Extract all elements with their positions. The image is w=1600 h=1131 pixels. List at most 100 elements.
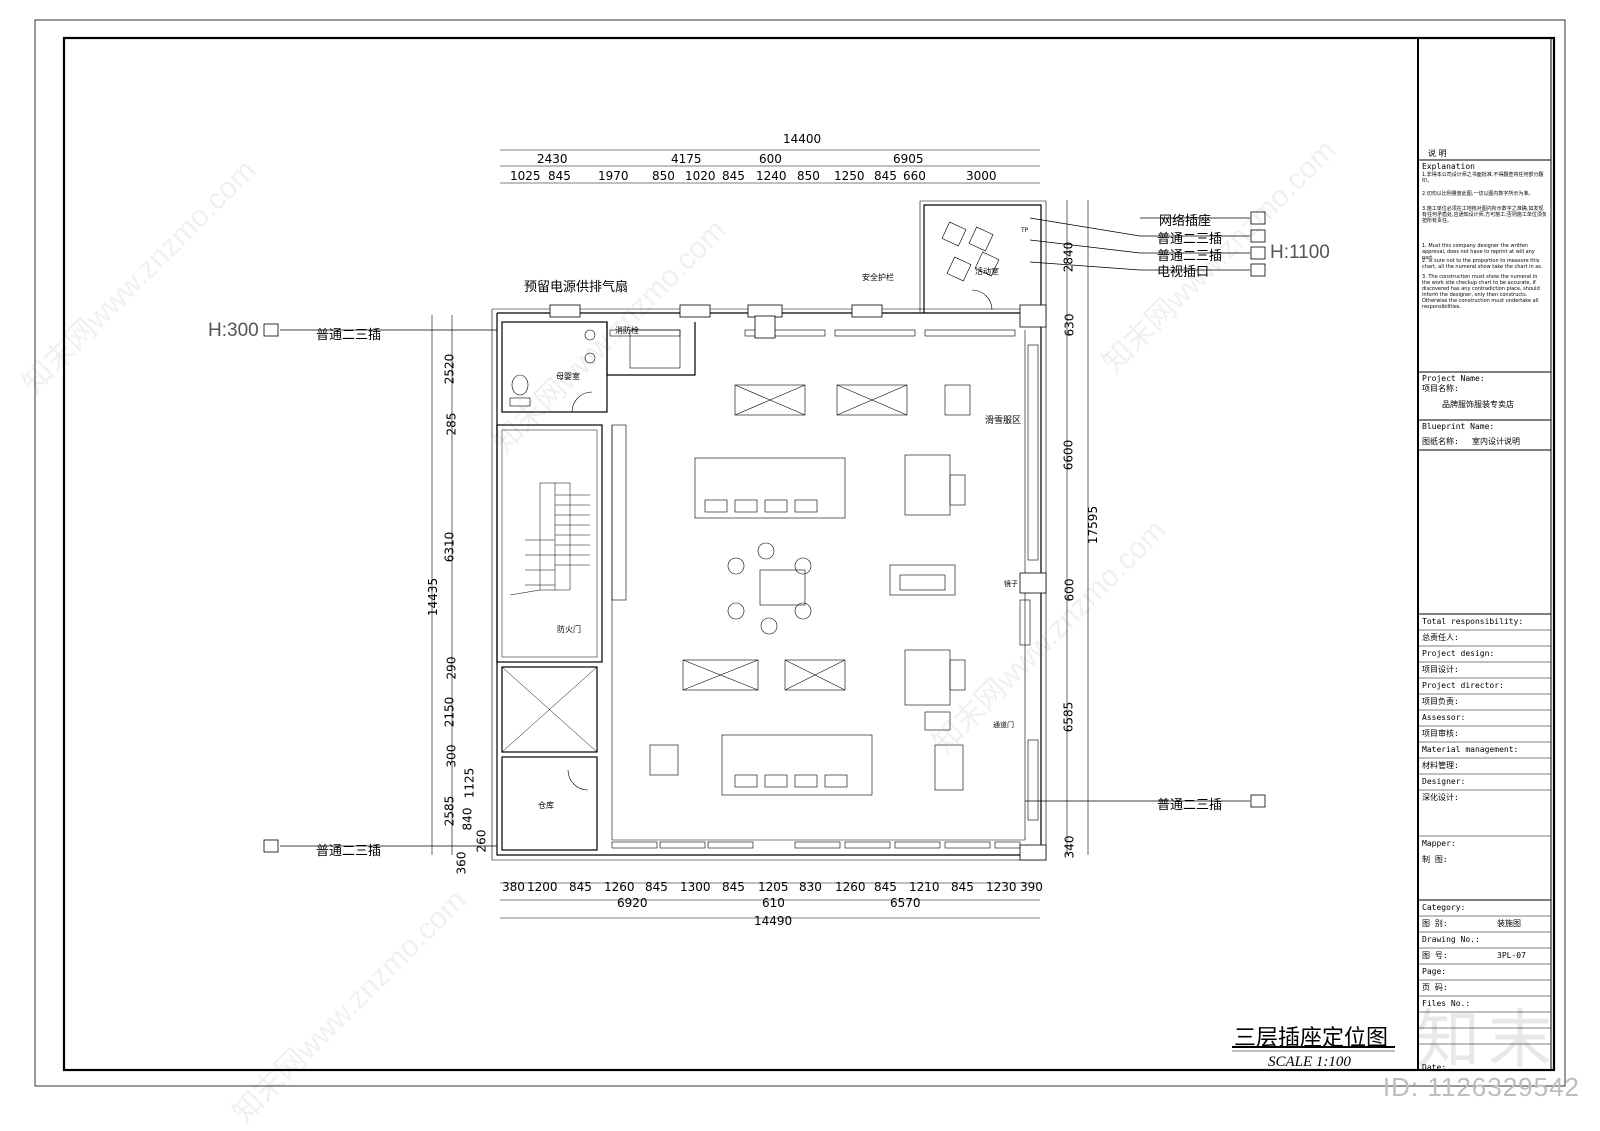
page-cn: 页 码: [1422,983,1448,992]
window-strips [609,329,1039,849]
dim-bottom-row1: 6570 [890,896,921,910]
project-name-cn: 项目名称: [1422,384,1459,393]
blueprint-name-value: 室内设计说明 [1472,437,1520,446]
dim-top-row1: 600 [759,152,782,166]
drawing-title: 三层插座定位图 [1234,1026,1389,1051]
dim-left-part: 285 [444,412,459,436]
network-socket-label: 网络插座 [1159,214,1212,229]
dim-left-part: 840 [460,807,475,831]
dim-left-part: 300 [444,744,459,768]
blueprint-name-cn: 图纸名称: [1422,437,1459,446]
project-design-cn: 项目设计: [1422,665,1459,674]
dim-right-total: 17595 [1086,505,1101,545]
dim-bottom-row2: 1230 [986,880,1017,894]
staircase [509,482,590,596]
date-en: Date: [1422,1063,1447,1072]
dim-top-row2: 850 [652,169,675,183]
left-bottom-socket-label: 普通二三插 [316,844,382,859]
dim-right-part: 630 [1062,313,1077,337]
tp-label: TP [1021,227,1029,234]
dimension-lines [431,149,1089,919]
dim-top-row2: 850 [797,169,820,183]
activity-room-furniture [941,221,1000,311]
right-bottom-socket-label: 普通二三插 [1157,798,1223,813]
drawing-no-en: Drawing No.: [1422,935,1480,944]
dim-top-row2: 1020 [685,169,716,183]
dim-right-part: 340 [1062,835,1077,859]
dim-top-total: 14400 [783,132,822,146]
dim-bottom-row2: 1300 [680,880,711,894]
designer-en: Designer: [1422,777,1466,786]
material-en: Material management: [1422,745,1519,754]
explain-heading-en: Explanation [1422,162,1475,171]
inner-frame [62,36,1556,1072]
tv-socket-label: 电视插口 [1157,265,1210,280]
total-resp-en: Total responsibility: [1422,617,1524,626]
dim-left-part: 2150 [442,696,457,728]
dim-bottom-row2: 830 [799,880,822,894]
dim-bottom-row2: 1200 [527,880,558,894]
blueprint-name-en: Blueprint Name: [1422,422,1495,431]
dim-top-row2: 1970 [598,169,629,183]
dim-right-part: 600 [1062,578,1077,602]
dim-left-part: 360 [454,851,469,875]
dim-left-part: 260 [474,829,489,853]
dim-top-row2: 3000 [966,169,997,183]
dim-top-row1: 6905 [893,152,924,166]
dim-top-row2: 845 [874,169,897,183]
category-cn: 图 别: [1422,919,1448,928]
assessor-en: Assessor: [1422,713,1466,722]
dim-left-total: 14435 [426,577,441,617]
dim-left-part: 2520 [442,353,457,385]
round-stools [727,542,812,635]
note-3: 3.施工单位必须在工地核对图内所示数字之准确,如发现有任何矛盾处,应通知设计师,… [1422,206,1547,224]
mother-room-label: 母婴室 [556,372,580,381]
fire-door-label: 防火门 [557,625,581,634]
left-top-socket-label: 普通二三插 [316,328,382,343]
project-name-value: 品牌服饰服装专卖店 [1442,400,1514,409]
designer-cn: 深化设计: [1422,793,1459,802]
dim-bottom-row2: 1205 [758,880,789,894]
dim-bottom-row2: 845 [645,880,668,894]
mirror-label: 镜子 [1004,580,1018,588]
dim-left-part: 6310 [442,531,457,563]
height-1100-label: H:1100 [1270,242,1330,263]
fan-power-note: 预留电源供排气扇 [524,280,629,295]
dim-left-part: 2585 [442,795,457,827]
mapper-cn: 制 图: [1422,855,1448,864]
category-value: 装施图 [1497,919,1521,928]
project-director-en: Project director: [1422,681,1504,690]
fixtures [509,329,681,791]
project-design-en: Project design: [1422,649,1495,658]
dim-top-row2: 1250 [834,169,865,183]
dim-top-row2: 845 [548,169,571,183]
page-en: Page: [1422,967,1447,976]
display-racks [649,384,971,796]
note-1: 1.非得本公司设计师之书面批准,不得翻查将任何部分翻印。 [1422,172,1544,184]
title-block-subgrid [1418,629,1551,1045]
dim-top-row1: 2430 [537,152,568,166]
normal-socket-label: 普通二三插 [1157,232,1223,247]
mapper-en: Mapper: [1422,839,1456,848]
dim-bottom-row1: 6920 [617,896,648,910]
dim-top-row1: 4175 [671,152,702,166]
dim-right-part: 6600 [1061,439,1076,471]
note-6: 3. The construction must show the numera… [1422,274,1540,310]
category-en: Category: [1422,903,1466,912]
fire-hydrant-label: 消防栓 [615,326,639,335]
dim-right-part: 2840 [1061,241,1076,273]
dim-bottom-row2: 390 [1020,880,1043,894]
dim-bottom-row2: 1260 [604,880,635,894]
dim-bottom-total: 14490 [754,914,793,928]
aisle-door-label: 通道门 [993,721,1014,729]
warehouse-label: 仓库 [538,801,554,810]
guardrail-label: 安全护栏 [862,273,894,282]
socket-symbols [263,211,1266,853]
height-300-label: H:300 [208,320,259,341]
dim-left-part: 1125 [462,767,477,799]
leader-lines [280,217,1250,847]
dim-top-row2: 660 [903,169,926,183]
drawing-no-value: 3PL-07 [1497,951,1526,960]
note-4: 1. Must this company designer the writte… [1422,243,1535,261]
